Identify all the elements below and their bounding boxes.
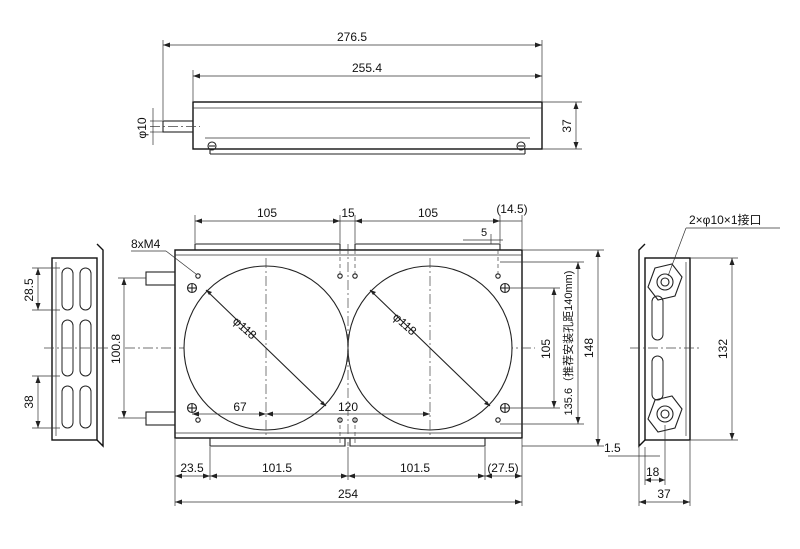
- dim-bottom-101-5-left: 101.5: [262, 461, 292, 475]
- left-view-body: [51, 257, 98, 441]
- dim-inner-120: 120: [338, 400, 358, 414]
- left-side-view: 28.5 38: [22, 243, 110, 448]
- dim-left-28-5: 28.5: [22, 278, 36, 302]
- dim-right-132: 132: [716, 339, 730, 359]
- dim-overall-254: 254: [338, 487, 358, 501]
- pipe-upper: [145, 271, 176, 286]
- m4-holes: [195, 250, 501, 446]
- pipe-lower: [145, 411, 176, 426]
- dim-inner-67: 67: [233, 400, 247, 414]
- right-view-slots: [651, 295, 664, 401]
- top-view: 276.5 255.4 φ10 37: [135, 30, 582, 155]
- holes-label: 8xM4: [131, 237, 161, 251]
- dim-right-105: 105: [539, 339, 553, 359]
- port-upper-icon: [656, 273, 674, 291]
- dim-mount-pitch: 135.6（推荐安装孔距140mm): [561, 271, 575, 416]
- port-lower-flange: [647, 395, 683, 433]
- dim-flange-1-5: 1.5: [604, 441, 621, 455]
- dim-bottom-27-5: (27.5): [487, 461, 518, 475]
- dim-pin-spacing: 5: [481, 227, 487, 239]
- dim-top-14-5: (14.5): [496, 202, 527, 216]
- dim-top-105-left: 105: [257, 206, 277, 220]
- dim-left-38: 38: [22, 395, 36, 409]
- dim-offset-18: 18: [646, 465, 660, 479]
- dim-top-105-right: 105: [418, 206, 438, 220]
- screw-icon: [516, 141, 526, 151]
- front-view-frame: [174, 249, 523, 439]
- right-side-view: 2×φ10×1接口 132 1.5 18 37: [604, 212, 780, 506]
- port-lower-icon: [656, 405, 674, 423]
- front-view: φ118 φ118 8xM4: [109, 202, 604, 506]
- dim-top-15: 15: [341, 206, 355, 220]
- dim-body-width: 255.4: [352, 61, 382, 75]
- dim-bottom-23-5: 23.5: [180, 461, 204, 475]
- right-view-body: [644, 257, 691, 441]
- dim-depth-37: 37: [657, 487, 671, 501]
- port-upper-flange: [647, 263, 683, 301]
- dim-pipe-diameter: φ10: [135, 117, 149, 138]
- dim-top-height: 37: [560, 119, 574, 133]
- dim-bottom-101-5-right: 101.5: [400, 461, 430, 475]
- screw-icon: [207, 141, 217, 151]
- dim-right-148: 148: [582, 338, 596, 358]
- port-label: 2×φ10×1接口: [689, 212, 762, 227]
- dim-overall-width: 276.5: [337, 30, 367, 44]
- top-view-body: [192, 101, 543, 150]
- dim-left-100-8: 100.8: [109, 334, 123, 364]
